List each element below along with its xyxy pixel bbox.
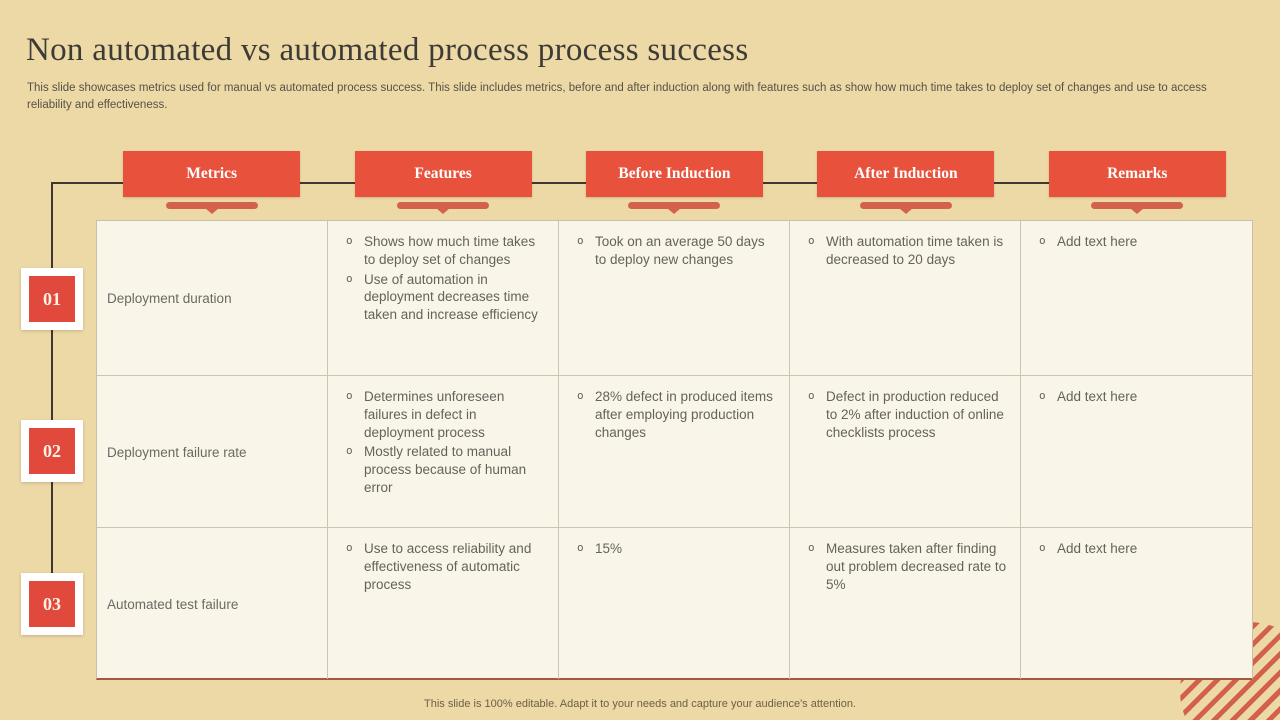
cell-remarks: o Add text here (1021, 376, 1252, 528)
bullet-item: o Shows how much time takes to deploy set… (340, 233, 548, 269)
bullet-item: o With automation time taken is decreased… (802, 233, 1010, 269)
metrics-table: Deployment duration o Shows how much time … (96, 220, 1253, 680)
cell-before: o 15% (559, 528, 790, 679)
row-number-badge-01: 01 (21, 268, 83, 330)
header-underline-pill (1091, 202, 1184, 209)
bullet-marker: o (346, 541, 353, 554)
header-column-after-induction: After Induction (790, 151, 1021, 214)
add-text-placeholder[interactable]: o Add text here (1033, 233, 1242, 251)
cell-before: o 28% defect in produced items after empl… (559, 376, 790, 528)
bullet-text: 15% (595, 541, 623, 556)
cell-after: o With automation time taken is decreased… (790, 221, 1021, 376)
bullet-marker: o (1039, 234, 1046, 247)
bullet-marker: o (346, 389, 353, 402)
bullet-marker: o (1039, 389, 1046, 402)
header-underline-pill (165, 202, 258, 209)
bullet-marker: o (808, 389, 815, 402)
bullet-text: Add text here (1057, 389, 1138, 404)
cell-features: o Determines unforeseen failures in defec… (328, 376, 559, 528)
cell-remarks: o Add text here (1021, 221, 1252, 376)
bullet-text: Shows how much time takes to deploy set … (364, 234, 536, 267)
bullet-item: o Took on an average 50 days to deploy ne… (571, 233, 779, 269)
column-header-metrics: Metrics (123, 151, 301, 197)
header-underline-pill (859, 202, 952, 209)
metric-label: Deployment duration (107, 291, 232, 307)
bullet-item: o Measures taken after finding out proble… (802, 540, 1010, 593)
cell-after: o Defect in production reduced to 2% afte… (790, 376, 1021, 528)
column-header-before-induction: Before Induction (585, 151, 763, 197)
header-column-before-induction: Before Induction (559, 151, 790, 214)
bullet-text: 28% defect in produced items after emplo… (595, 389, 773, 440)
add-text-placeholder[interactable]: o Add text here (1033, 388, 1242, 406)
bullet-text: Took on an average 50 days to deploy new… (595, 234, 765, 267)
bullet-item: o Use to access reliability and effective… (340, 540, 548, 593)
bullet-item: o Defect in production reduced to 2% afte… (802, 388, 1010, 441)
bullet-text: Measures taken after finding out problem… (826, 541, 1007, 592)
bullet-text: Add text here (1057, 234, 1138, 249)
header-arrow-down-icon (1130, 208, 1145, 214)
footer-note: This slide is 100% editable. Adapt it to… (424, 698, 856, 710)
header-column-features: Features (327, 151, 558, 214)
column-header-after-induction: After Induction (817, 151, 995, 197)
column-header-features: Features (354, 151, 532, 197)
page-title: Non automated vs automated process proce… (26, 32, 749, 68)
header-arrow-down-icon (204, 208, 219, 214)
bullet-marker: o (346, 444, 353, 458)
bullet-marker: o (577, 234, 584, 247)
cell-after: o Measures taken after finding out proble… (790, 528, 1021, 679)
bullet-text: With automation time taken is decreased … (826, 234, 1004, 267)
bullet-text: Defect in production reduced to 2% after… (826, 389, 1004, 440)
badge-number: 03 (29, 581, 75, 627)
cell-metric: Deployment failure rate (97, 376, 328, 528)
row-number-badge-03: 03 (21, 573, 83, 635)
bullet-item: o Mostly related to manual process becaus… (340, 443, 548, 496)
header-column-remarks: Remarks (1022, 151, 1253, 214)
metric-label: Automated test failure (107, 596, 239, 612)
bullet-item: o 28% defect in produced items after empl… (571, 388, 779, 441)
bullet-item: o 15% (571, 540, 779, 558)
cell-metric: Deployment duration (97, 221, 328, 376)
cell-features: o Use to access reliability and effective… (328, 528, 559, 679)
cell-features: o Shows how much time takes to deploy set… (328, 221, 559, 376)
header-underline-pill (628, 202, 721, 209)
cell-metric: Automated test failure (97, 528, 328, 679)
bullet-marker: o (1039, 541, 1046, 554)
bullet-text: Use to access reliability and effectiven… (364, 541, 532, 592)
column-header-remarks: Remarks (1048, 151, 1226, 197)
table-header-row: Metrics Features Before Induction After Ind… (96, 151, 1253, 214)
bullet-text: Use of automation in deployment decrease… (364, 271, 538, 323)
bullet-marker: o (577, 541, 584, 554)
header-underline-pill (397, 202, 490, 209)
badge-number: 01 (29, 276, 75, 322)
header-arrow-down-icon (667, 208, 682, 214)
add-text-placeholder[interactable]: o Add text here (1033, 540, 1242, 558)
bullet-marker: o (346, 271, 353, 285)
cell-before: o Took on an average 50 days to deploy ne… (559, 221, 790, 376)
header-arrow-down-icon (898, 208, 913, 214)
metric-label: Deployment failure rate (107, 444, 247, 460)
header-arrow-down-icon (436, 208, 451, 214)
bullet-marker: o (808, 234, 815, 247)
bullet-marker: o (808, 541, 815, 554)
badge-number: 02 (29, 428, 75, 474)
slide-description: This slide showcases metrics used for ma… (27, 82, 1207, 111)
bullet-item: o Use of automation in deployment decreas… (340, 271, 548, 324)
cell-remarks: o Add text here (1021, 528, 1252, 679)
bullet-text: Determines unforeseen failures in defect… (364, 389, 505, 440)
row-number-badge-02: 02 (21, 420, 83, 482)
connector-vertical-line (51, 182, 53, 606)
bullet-marker: o (346, 234, 353, 247)
bullet-marker: o (577, 389, 584, 402)
header-column-metrics: Metrics (96, 151, 327, 214)
bullet-item: o Determines unforeseen failures in defec… (340, 388, 548, 441)
bullet-text: Mostly related to manual process because… (364, 444, 527, 496)
bullet-text: Add text here (1057, 541, 1138, 556)
